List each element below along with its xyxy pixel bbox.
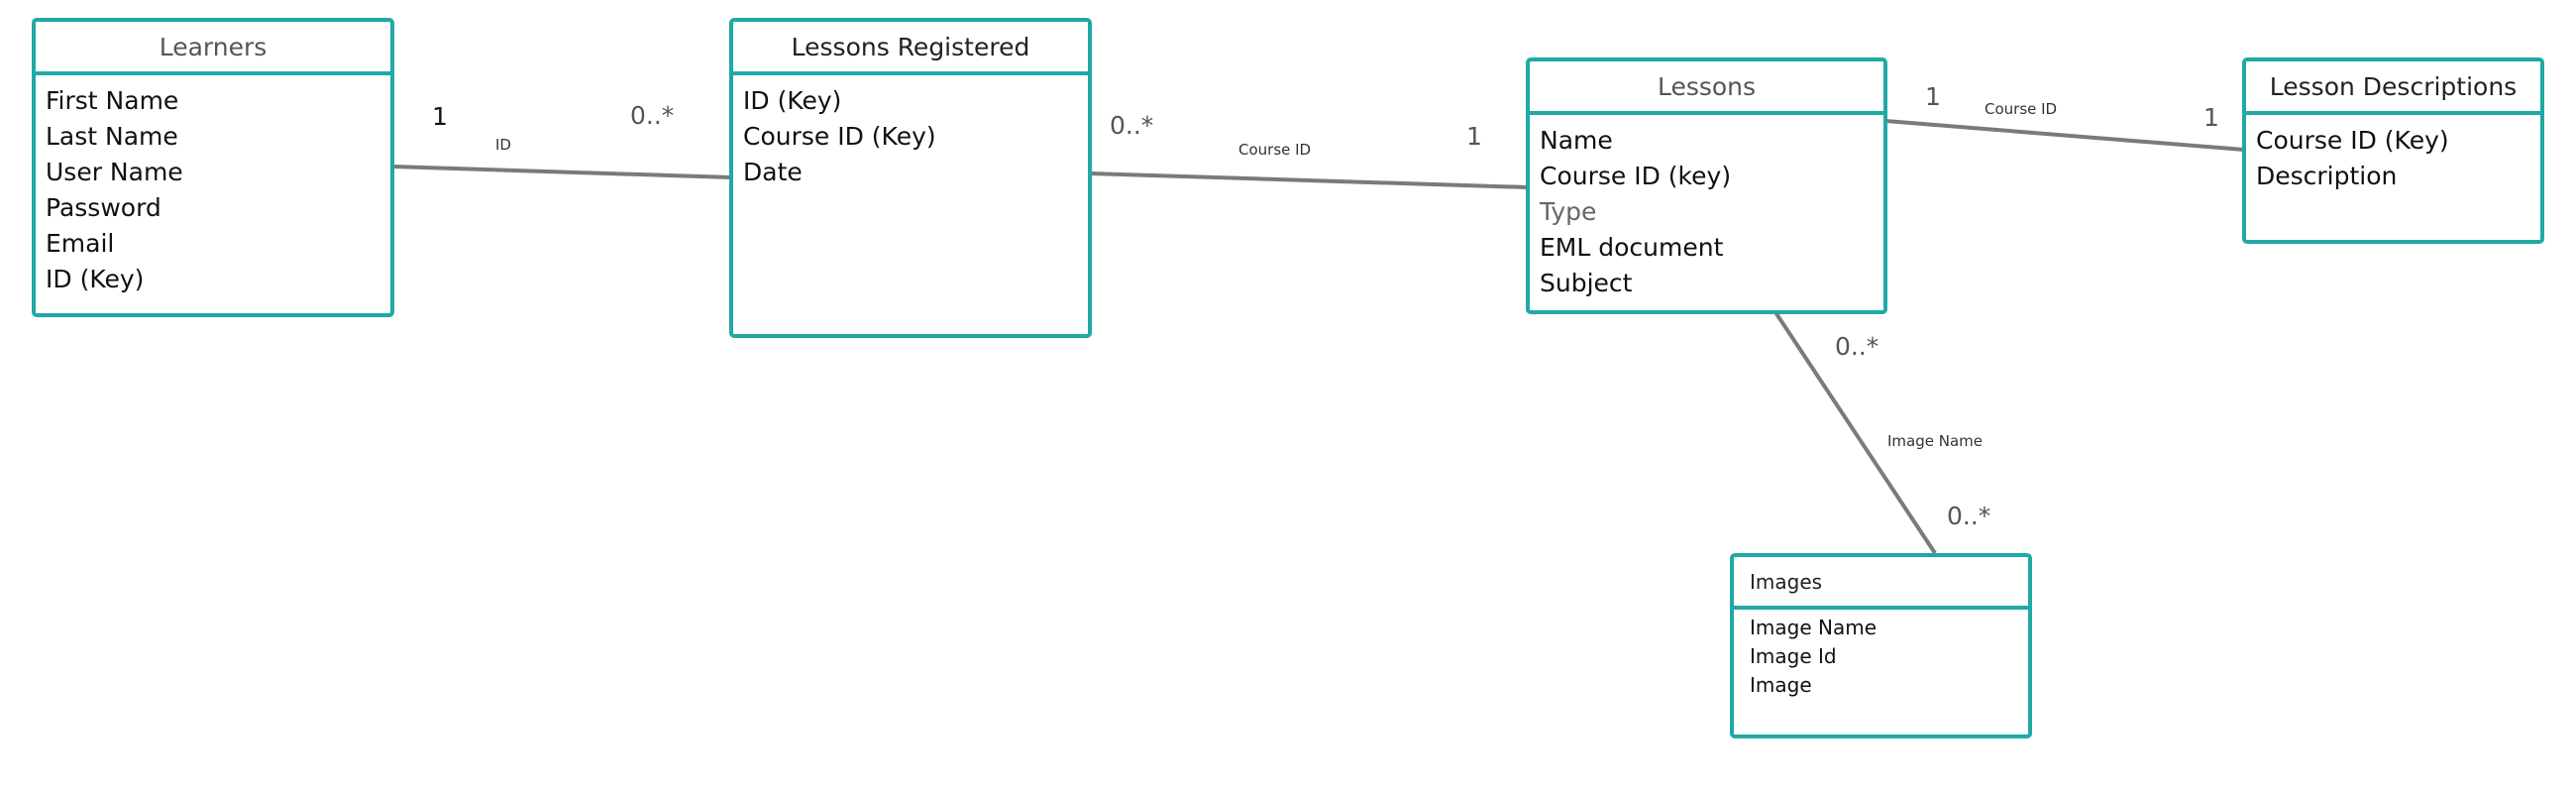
entity-field: Course ID (key) [1540, 162, 1732, 190]
multiplicity-label: 0..* [1835, 332, 1879, 361]
connector-registered-lessons [1089, 171, 1529, 189]
entity-field: User Name [46, 158, 183, 186]
entity-field: EML document [1540, 233, 1724, 262]
entity-fields: ID (Key) Course ID (Key) Date [733, 75, 1088, 190]
entity-field: Course ID (Key) [2256, 126, 2449, 155]
entity-field: Password [46, 193, 161, 222]
entity-lesson-descriptions[interactable]: Lesson Descriptions Course ID (Key) Desc… [2242, 57, 2544, 244]
entity-field: ID (Key) [743, 86, 842, 115]
entity-fields: Course ID (Key) Description [2246, 115, 2540, 194]
entity-fields: First Name Last Name User Name Password … [36, 75, 390, 297]
multiplicity-label: 0..* [630, 101, 675, 130]
entity-lessons[interactable]: Lessons Name Course ID (key) Type EML do… [1526, 57, 1887, 314]
multiplicity-label: 1 [1925, 82, 1941, 111]
entity-field: Subject [1540, 269, 1633, 297]
multiplicity-label: 0..* [1947, 502, 1991, 530]
entity-images[interactable]: Images Image Name Image Id Image [1730, 553, 2032, 738]
connector-lessons-descriptions [1884, 119, 2245, 152]
relationship-name: Course ID [1238, 141, 1312, 159]
relationship-name: Course ID [1985, 100, 2058, 118]
multiplicity-label: 1 [2203, 103, 2219, 132]
entity-field: Last Name [46, 122, 178, 151]
connector-lessons-images [1773, 310, 1937, 555]
relationship-name: ID [495, 136, 511, 154]
entity-field: Email [46, 229, 115, 258]
entity-fields: Name Course ID (key) Type EML document S… [1530, 115, 1883, 301]
connector-learners-registered [392, 165, 732, 179]
entity-title: Lesson Descriptions [2246, 61, 2540, 115]
entity-field: ID (Key) [46, 265, 145, 293]
entity-learners[interactable]: Learners First Name Last Name User Name … [32, 18, 394, 317]
multiplicity-label: 1 [1466, 122, 1482, 151]
entity-field: Date [743, 158, 803, 186]
entity-field: Image Name [1750, 616, 1877, 639]
entity-field: Type [1540, 197, 1597, 226]
entity-title: Learners [36, 22, 390, 75]
entity-field: Image Id [1750, 644, 1837, 668]
relationship-name: Image Name [1887, 432, 1983, 450]
entity-title: Lessons [1530, 61, 1883, 115]
entity-field: Image [1750, 673, 1812, 697]
entity-field: Description [2256, 162, 2398, 190]
entity-field: Course ID (Key) [743, 122, 936, 151]
entity-field: First Name [46, 86, 179, 115]
entity-title: Images [1734, 557, 2028, 610]
entity-field: Name [1540, 126, 1613, 155]
entity-fields: Image Name Image Id Image [1734, 610, 2028, 700]
entity-title: Lessons Registered [733, 22, 1088, 75]
multiplicity-label: 0..* [1110, 111, 1154, 140]
multiplicity-label: 1 [432, 102, 448, 131]
entity-lessons-registered[interactable]: Lessons Registered ID (Key) Course ID (K… [729, 18, 1092, 338]
